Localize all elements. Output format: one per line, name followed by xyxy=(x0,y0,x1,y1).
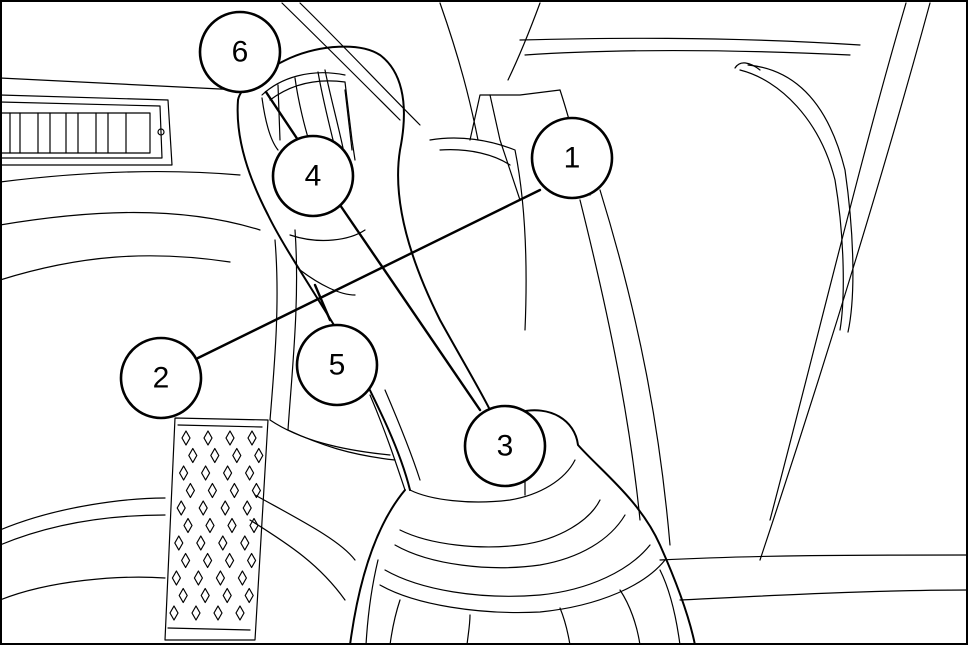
pedal-tread-diamond xyxy=(245,465,255,481)
leader-lines xyxy=(196,90,542,412)
pedal-tread-diamond xyxy=(193,570,203,586)
pedal-tread-diamond xyxy=(213,605,223,621)
pedal-tread-diamond xyxy=(244,587,254,604)
pedal-tread-diamond xyxy=(169,605,179,621)
leader-1-2 xyxy=(196,188,542,360)
lever-boot xyxy=(349,409,696,645)
pedal-tread-diamond xyxy=(225,430,235,446)
pedal-tread-diamond xyxy=(227,517,237,534)
pedal-tread-diamond xyxy=(185,482,195,499)
callout-2: 2 xyxy=(119,336,203,420)
pedal-tread-diamond xyxy=(191,605,201,621)
pedal-tread-diamond xyxy=(240,535,250,551)
callout-5-label: 5 xyxy=(329,349,346,382)
callout-1-label: 1 xyxy=(564,142,581,175)
pedal-tread-diamond xyxy=(188,447,198,464)
pedal-tread-diamond xyxy=(237,570,247,586)
pedal-tread-diamond xyxy=(198,500,208,516)
pedal-tread-diamond xyxy=(178,587,188,604)
pedal-tread-diamond xyxy=(254,447,264,464)
callout-3: 3 xyxy=(463,404,547,488)
pedal-tread-diamond xyxy=(179,465,189,481)
pedal-tread-diamond xyxy=(196,535,206,551)
pedal-tread-diamond xyxy=(201,465,211,481)
pedal-tread-diamond xyxy=(223,465,233,481)
callout-4: 4 xyxy=(271,134,355,218)
pedal-tread-diamond xyxy=(174,535,184,551)
pedal-tread-diamond xyxy=(249,517,259,534)
callout-1: 1 xyxy=(530,116,614,200)
pedal-tread-diamond xyxy=(181,552,191,569)
pedal-tread-diamond xyxy=(220,500,230,516)
pedal-tread-diamond xyxy=(222,587,232,604)
pedal-tread-diamond xyxy=(229,482,239,499)
pedal-tread-diamond xyxy=(251,482,261,499)
pedal-tread-diamond xyxy=(232,447,242,464)
pedal-tread-diamond xyxy=(205,517,215,534)
leader-6 xyxy=(264,90,300,142)
pedal-tread-diamond xyxy=(203,430,213,446)
pedal-tread-diamond xyxy=(171,570,181,586)
pedal-tread-diamond xyxy=(181,430,191,446)
pedal-tread-diamond xyxy=(235,605,245,621)
callout-6-label: 6 xyxy=(232,36,249,69)
pedal-tread-diamond xyxy=(210,447,220,464)
pedal-tread-diamond xyxy=(247,430,257,446)
callout-5: 5 xyxy=(295,323,379,407)
pedal-tread-diamond xyxy=(176,500,186,516)
callout-3-label: 3 xyxy=(497,430,514,463)
leader-5 xyxy=(313,283,332,322)
pedal-tread-diamond xyxy=(207,482,217,499)
callout-6: 6 xyxy=(198,10,282,94)
pedal-tread-diamond xyxy=(203,552,213,569)
pedal-tread-diamond xyxy=(183,517,193,534)
switch-bank xyxy=(0,94,173,166)
callout-4-label: 4 xyxy=(305,160,322,193)
cab-background xyxy=(0,2,968,601)
pedal-tread-diamond xyxy=(218,535,228,551)
pedal-tread-diamond xyxy=(242,500,252,516)
leader-4-3 xyxy=(338,203,482,412)
callout-2-label: 2 xyxy=(153,362,170,395)
pedal-tread-diamond xyxy=(200,587,210,604)
foot-pedal xyxy=(164,417,269,641)
pedal-tread-diamond xyxy=(247,552,257,569)
pedal-tread-diamond xyxy=(225,552,235,569)
pedal-tread-diamond xyxy=(215,570,225,586)
